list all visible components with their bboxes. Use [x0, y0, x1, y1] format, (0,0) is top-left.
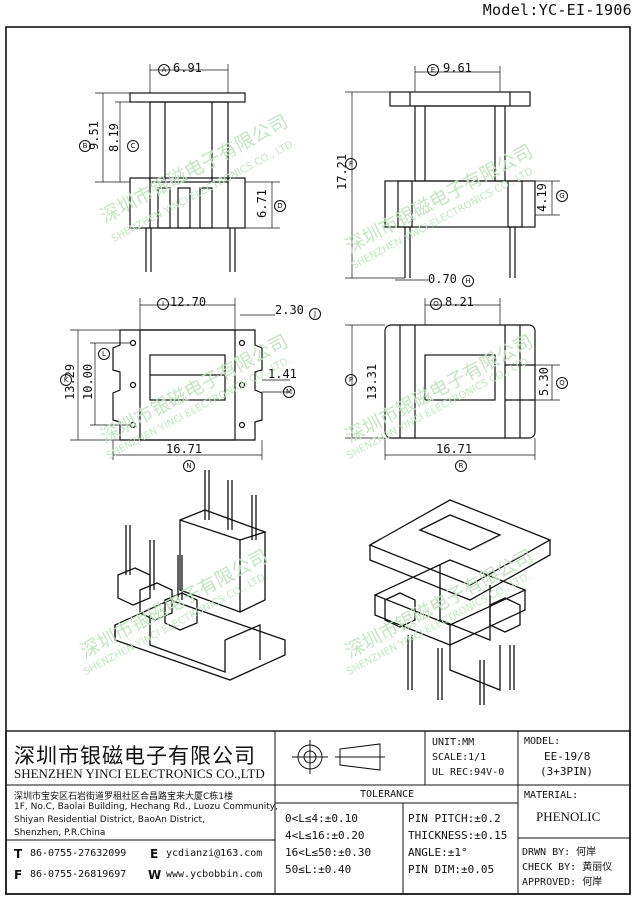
dim-marker-j: J	[309, 308, 321, 320]
dim-a: 6.91	[173, 61, 202, 75]
tolerance-left-1: 0<L≤4:±0.10	[285, 812, 358, 825]
dim-n: 16.71	[166, 442, 203, 456]
dim-marker-d: D	[274, 200, 286, 212]
approved-by: APPROVED: 何岸	[522, 877, 603, 888]
scale: SCALE:1/1	[432, 752, 487, 763]
dim-f: 17.21	[335, 153, 349, 190]
model-pins: (3+3PIN)	[540, 765, 593, 778]
tolerance-left-4: 50≤L:±0.40	[285, 863, 352, 876]
contact-key-t: T	[14, 847, 23, 861]
tolerance-right-2: THICKNESS:±0.15	[408, 829, 508, 842]
address-en-line-1: 1F, No.C, Baolai Building, Hechang Rd., …	[14, 802, 278, 812]
contact-website[interactable]: www.ycbobbin.com	[166, 869, 263, 880]
dim-marker-o: O	[430, 298, 442, 310]
dim-marker-r: R	[455, 460, 467, 472]
dim-b: 9.51	[87, 121, 101, 150]
dim-marker-i: I	[157, 298, 169, 310]
tolerance-right-1: PIN PITCH:±0.2	[408, 812, 501, 825]
contact-key-f: F	[14, 868, 23, 882]
tolerance-left-3: 16<L≤50:±0.30	[285, 846, 372, 859]
contact-key-e: E	[150, 847, 159, 861]
ul-rec: UL REC:94V-0	[432, 767, 505, 778]
dim-e: 9.61	[443, 61, 472, 75]
dim-marker-c: C	[127, 140, 139, 152]
tolerance-right-4: PIN DIM:±0.05	[408, 863, 495, 876]
drawn-by: DRWN BY: 何岸	[522, 847, 597, 858]
dim-q: 5.30	[537, 367, 551, 396]
address-en-line-3: Shenzhen, P.R.China	[14, 828, 106, 838]
dim-marker-k: K	[60, 374, 72, 386]
dim-marker-a: A	[158, 64, 170, 76]
contact-phone: 86-0755-27632099	[30, 848, 127, 859]
dim-g: 4.19	[535, 183, 549, 212]
side-view-left	[129, 92, 246, 272]
title-block-grid	[6, 731, 630, 894]
title-block-border	[5, 730, 631, 895]
dim-marker-e: E	[427, 64, 439, 76]
contact-key-w: W	[148, 868, 162, 882]
dim-marker-q: Q	[556, 377, 568, 389]
tolerance-left-2: 4<L≤16:±0.20	[285, 829, 365, 842]
dim-marker-n: N	[183, 460, 195, 472]
address-cn: 深圳市宝安区石岩街道罗租社区合昌路宝来大厦C栋1楼	[14, 792, 234, 802]
dim-k: 13.29	[63, 363, 77, 400]
dim-c: 8.19	[107, 123, 121, 152]
dim-marker-m: M	[283, 386, 295, 398]
dim-r: 16.71	[436, 442, 473, 456]
company-name-cn: 深圳市银磁电子有限公司	[14, 744, 256, 768]
isometric-view-left	[114, 470, 286, 681]
dim-j: 2.30	[275, 303, 304, 317]
bottom-view-left	[112, 329, 263, 441]
dim-i: 12.70	[170, 295, 207, 309]
check-by: CHECK BY: 黄丽仪	[522, 862, 613, 873]
dim-l: 10.00	[81, 363, 95, 400]
dim-p: 13.31	[365, 363, 379, 400]
dim-o: 8.21	[445, 295, 474, 309]
tolerance-right-3: ANGLE:±1°	[408, 846, 468, 859]
contact-email[interactable]: ycdianzi@163.com	[166, 848, 263, 859]
material-title: MATERIAL:	[524, 790, 579, 801]
dim-marker-g: G	[556, 190, 568, 202]
dim-marker-b: B	[79, 140, 91, 152]
contact-fax: 86-0755-26819697	[30, 869, 127, 880]
model-label: Model:YC-EI-1906	[482, 1, 632, 19]
tolerance-title: TOLERANCE	[360, 789, 415, 800]
dim-marker-h: H	[462, 275, 474, 287]
dim-marker-p: P	[345, 374, 357, 386]
dim-m: 1.41	[268, 367, 297, 381]
bottom-view-left-dims	[70, 298, 290, 460]
dim-h: 0.70	[428, 272, 457, 286]
model-value: EE-19/8	[544, 750, 591, 763]
dim-marker-l: L	[98, 348, 110, 360]
top-view-right	[384, 324, 536, 439]
front-view-right	[384, 91, 536, 278]
side-view-left-dims	[95, 64, 280, 229]
unit: UNIT:MM	[432, 737, 475, 748]
address-en-line-2: Shiyan Residential District, BaoAn Distr…	[14, 815, 205, 825]
dim-marker-f: F	[345, 158, 357, 170]
company-name-en: SHENZHEN YINCI ELECTRONICS CO.,LTD	[14, 766, 265, 781]
isometric-view-right	[368, 499, 552, 705]
material-value: PHENOLIC	[536, 809, 601, 824]
dim-d: 6.71	[255, 189, 269, 218]
model-title: MODEL:	[524, 736, 561, 747]
